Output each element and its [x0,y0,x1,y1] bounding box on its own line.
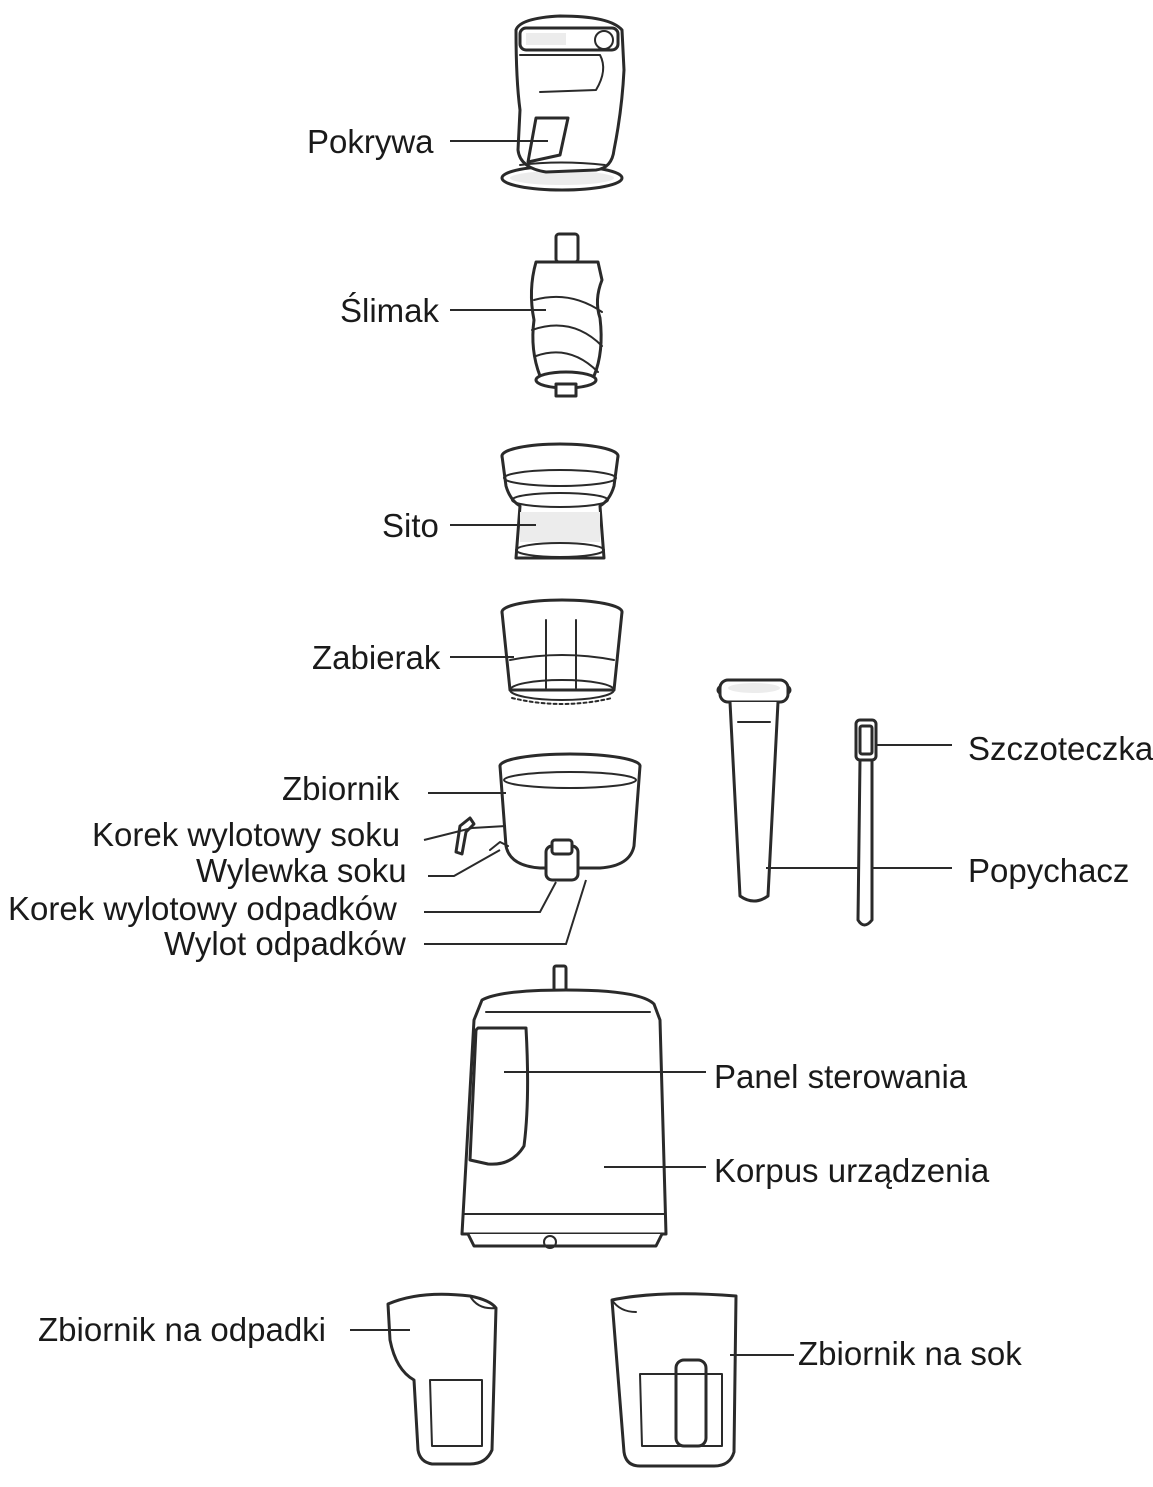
strainer-illustration [500,442,620,560]
leader-wylot-odpadkow [424,879,587,945]
label-slimak: Ślimak [340,291,440,329]
label-popychacz: Popychacz [968,852,1129,889]
pulp-container-illustration [386,1292,498,1466]
label-korek-odpadkow: Korek wylotowy odpadków [8,890,397,927]
leader-korek-odpadkow [424,881,557,913]
lid-illustration [500,14,626,192]
label-wylewka: Wylewka soku [196,852,407,889]
label-szczoteczka: Szczoteczka [968,730,1153,767]
auger-illustration [529,232,604,398]
pusher-illustration [716,678,792,903]
cleaning-brush-illustration [854,718,878,927]
label-sito: Sito [382,507,439,544]
rotating-brush-illustration [500,598,624,705]
label-zabierak: Zabierak [312,639,441,676]
label-panel: Panel sterowania [714,1058,968,1095]
leader-korek-soku [423,825,507,841]
label-korek-soku: Korek wylotowy soku [92,816,400,853]
label-zbiornik: Zbiornik [282,770,400,807]
leader-wylewka [428,849,501,877]
juice-container-illustration [610,1292,738,1468]
label-korpus: Korpus urządzenia [714,1152,990,1189]
label-zbiornik-sok: Zbiornik na sok [798,1335,1022,1372]
label-zbiornik-odpadki: Zbiornik na odpadki [38,1311,326,1348]
motor-base-illustration [460,964,668,1249]
label-pokrywa: Pokrywa [307,123,434,160]
bowl-illustration [454,752,642,882]
label-wylot-odpadkow: Wylot odpadków [164,925,406,962]
